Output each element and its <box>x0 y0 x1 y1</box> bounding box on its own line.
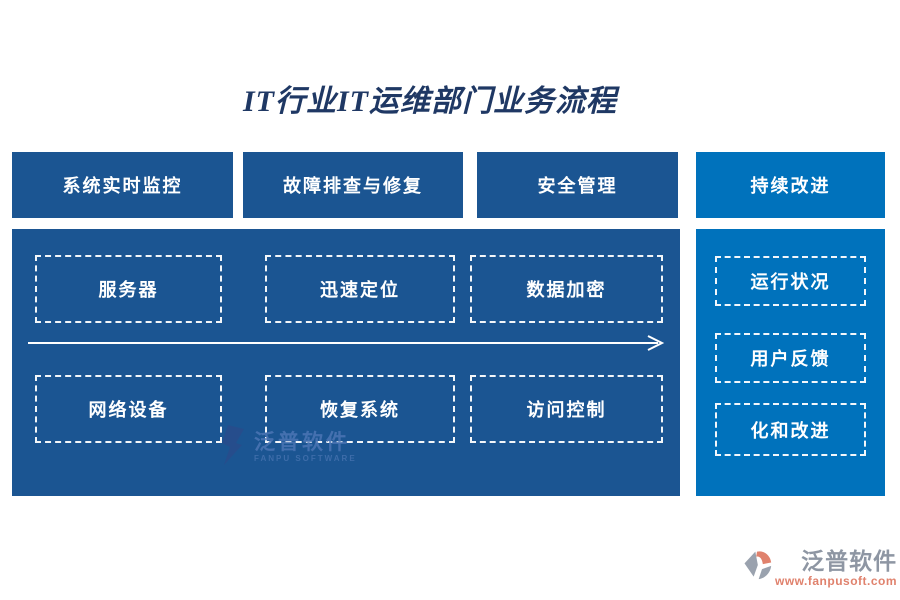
improvement-node-user-feedback: 用户反馈 <box>715 333 866 383</box>
header-troubleshooting: 故障排查与修复 <box>243 152 463 218</box>
main-flow-panel: 服务器 迅速定位 数据加密 网络设备 恢复系统 访问控制 泛普软件 FANPU … <box>12 229 680 496</box>
footer-brand-text: 泛普软件 <box>801 548 898 574</box>
improvement-panel: 运行状况 用户反馈 化和改进 <box>696 229 885 496</box>
footer-url-link[interactable]: www.fanpusoft.com <box>775 574 898 589</box>
flow-node-rapid-locating: 迅速定位 <box>265 255 455 323</box>
improvement-node-running-status: 运行状况 <box>715 256 866 306</box>
flow-node-server: 服务器 <box>35 255 222 323</box>
flow-node-network-devices: 网络设备 <box>35 375 222 443</box>
improvement-node-optimize-improve: 化和改进 <box>715 403 866 456</box>
flow-node-access-control: 访问控制 <box>470 375 663 443</box>
watermark-logo-icon <box>218 423 248 472</box>
flow-node-data-encryption: 数据加密 <box>470 255 663 323</box>
flow-node-system-recovery: 恢复系统 <box>265 375 455 443</box>
header-security-management: 安全管理 <box>477 152 678 218</box>
header-continuous-improvement: 持续改进 <box>696 152 885 218</box>
flow-arrow-icon <box>26 335 666 351</box>
fanpu-logo-icon <box>742 549 772 586</box>
header-system-monitoring: 系统实时监控 <box>12 152 233 218</box>
footer-brand: 泛普软件 www.fanpusoft.com <box>742 548 898 589</box>
watermark-brand-en-text: FANPU SOFTWARE <box>254 454 357 464</box>
page-title: IT行业IT运维部门业务流程 <box>243 85 617 118</box>
